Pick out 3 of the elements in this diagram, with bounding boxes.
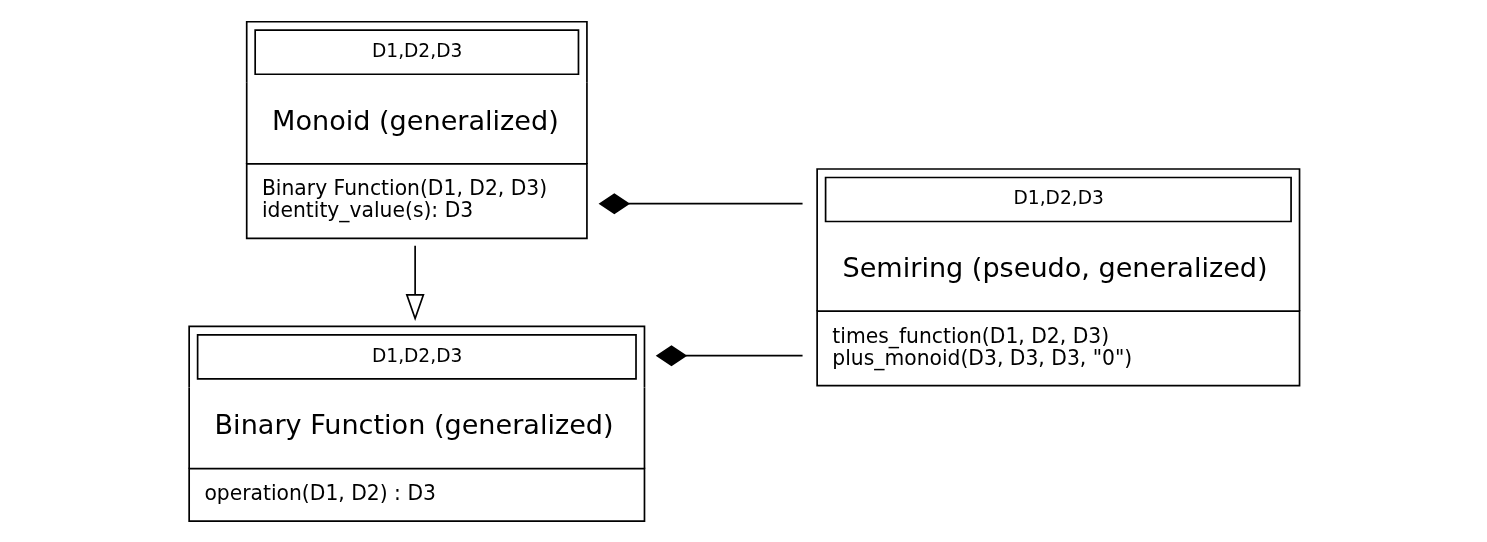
connector: [655, 345, 804, 367]
arrow: [405, 244, 425, 322]
connector: [598, 193, 804, 215]
